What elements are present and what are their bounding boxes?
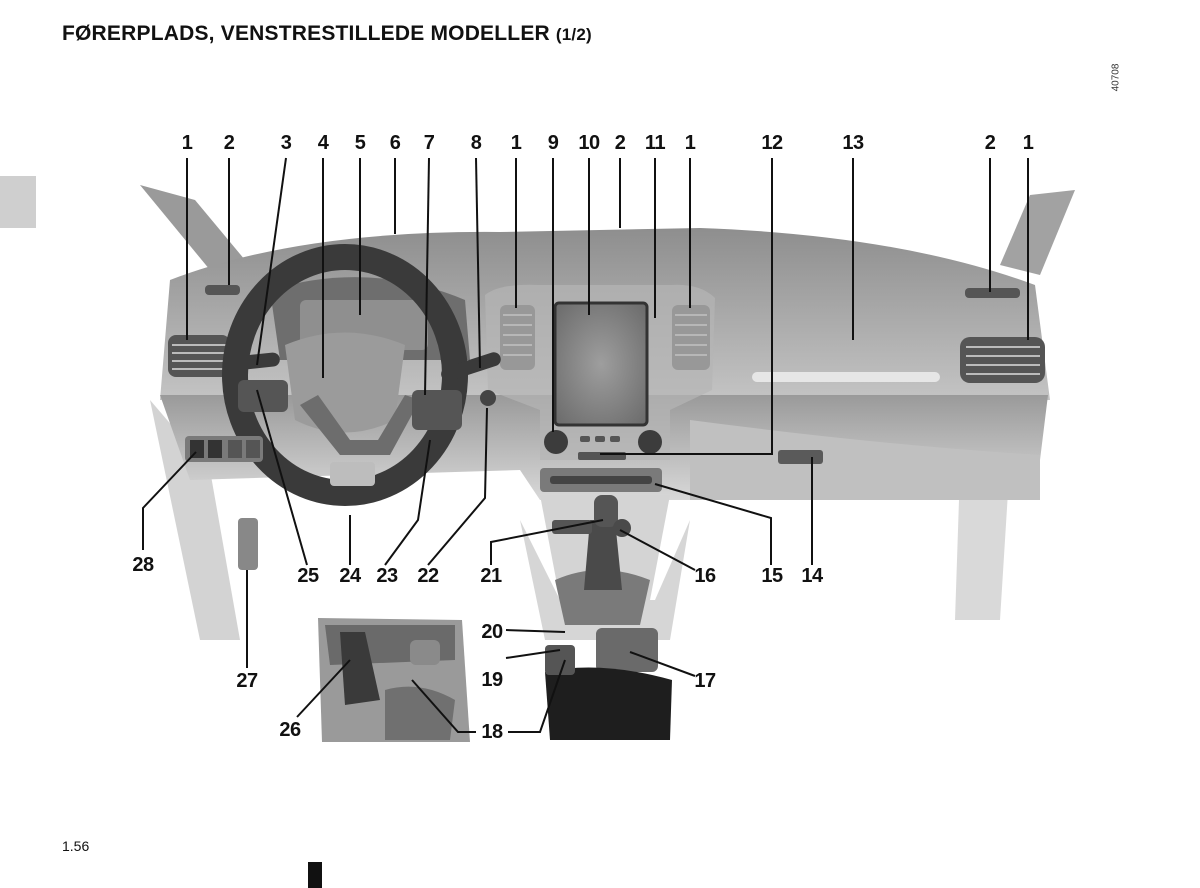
callout-1-vent: 1 bbox=[181, 132, 193, 154]
callout-2-right: 2 bbox=[984, 132, 996, 154]
knob-right bbox=[638, 430, 662, 454]
callout-23: 23 bbox=[376, 565, 398, 587]
glovebox-handle bbox=[778, 450, 823, 464]
callout-1-vent-right: 1 bbox=[1022, 132, 1034, 154]
stalk-left bbox=[225, 352, 280, 371]
multimedia-screen bbox=[553, 301, 649, 427]
knob-left bbox=[544, 430, 568, 454]
demister-right bbox=[965, 288, 1020, 298]
callout-8: 8 bbox=[470, 132, 482, 154]
callout-21: 21 bbox=[480, 565, 502, 587]
switch-panel-left bbox=[185, 436, 263, 462]
callout-19: 19 bbox=[481, 669, 503, 691]
callout-10: 10 bbox=[578, 132, 600, 154]
callout-18: 18 bbox=[481, 721, 503, 743]
callout-4: 4 bbox=[317, 132, 329, 154]
callout-22: 22 bbox=[417, 565, 439, 587]
callout-2-demister: 2 bbox=[223, 132, 235, 154]
leader-lines bbox=[142, 157, 1029, 733]
inset-console-photo bbox=[318, 618, 470, 742]
dash-trim-strip bbox=[752, 372, 940, 382]
a-pillar-left bbox=[140, 185, 245, 270]
callout-13: 13 bbox=[842, 132, 864, 154]
callout-24: 24 bbox=[339, 565, 361, 587]
callout-20: 20 bbox=[481, 621, 503, 643]
callout-17: 17 bbox=[694, 670, 716, 692]
vent-left-outer bbox=[168, 335, 230, 377]
callout-27: 27 bbox=[236, 670, 258, 692]
page-title: FØRERPLADS, VENSTRESTILLEDE MODELLER (1/2… bbox=[62, 22, 592, 46]
page-number: 1.56 bbox=[62, 838, 90, 854]
stalk-right bbox=[441, 352, 501, 382]
page-title-text: FØRERPLADS, VENSTRESTILLEDE MODELLER bbox=[62, 22, 550, 45]
callout-16: 16 bbox=[694, 565, 716, 587]
callout-15: 15 bbox=[761, 565, 783, 587]
start-button bbox=[480, 390, 496, 406]
callout-9: 9 bbox=[547, 132, 559, 154]
callout-1-vent-center-left: 1 bbox=[510, 132, 522, 154]
section-tab bbox=[0, 176, 36, 228]
callout-14: 14 bbox=[801, 565, 823, 587]
callout-11: 11 bbox=[644, 132, 666, 154]
callout-2-center: 2 bbox=[614, 132, 626, 154]
bonnet-release bbox=[238, 518, 258, 570]
vent-right-outer bbox=[960, 337, 1045, 383]
storage-tray bbox=[596, 628, 658, 672]
demister-left bbox=[205, 285, 240, 295]
armrest bbox=[545, 667, 672, 740]
callout-5: 5 bbox=[354, 132, 366, 154]
gear-boot bbox=[555, 570, 650, 625]
callout-1-vent-center-right: 1 bbox=[684, 132, 696, 154]
callout-28: 28 bbox=[132, 554, 154, 576]
callout-3: 3 bbox=[280, 132, 292, 154]
callout-6: 6 bbox=[389, 132, 401, 154]
page-marker-bar bbox=[308, 862, 322, 888]
gear-lever bbox=[584, 520, 622, 590]
callout-26: 26 bbox=[279, 719, 301, 741]
callout-7: 7 bbox=[423, 132, 435, 154]
callout-25: 25 bbox=[297, 565, 319, 587]
callout-12: 12 bbox=[761, 132, 783, 154]
page-title-part: (1/2) bbox=[555, 25, 592, 44]
a-pillar-right bbox=[1000, 190, 1075, 275]
